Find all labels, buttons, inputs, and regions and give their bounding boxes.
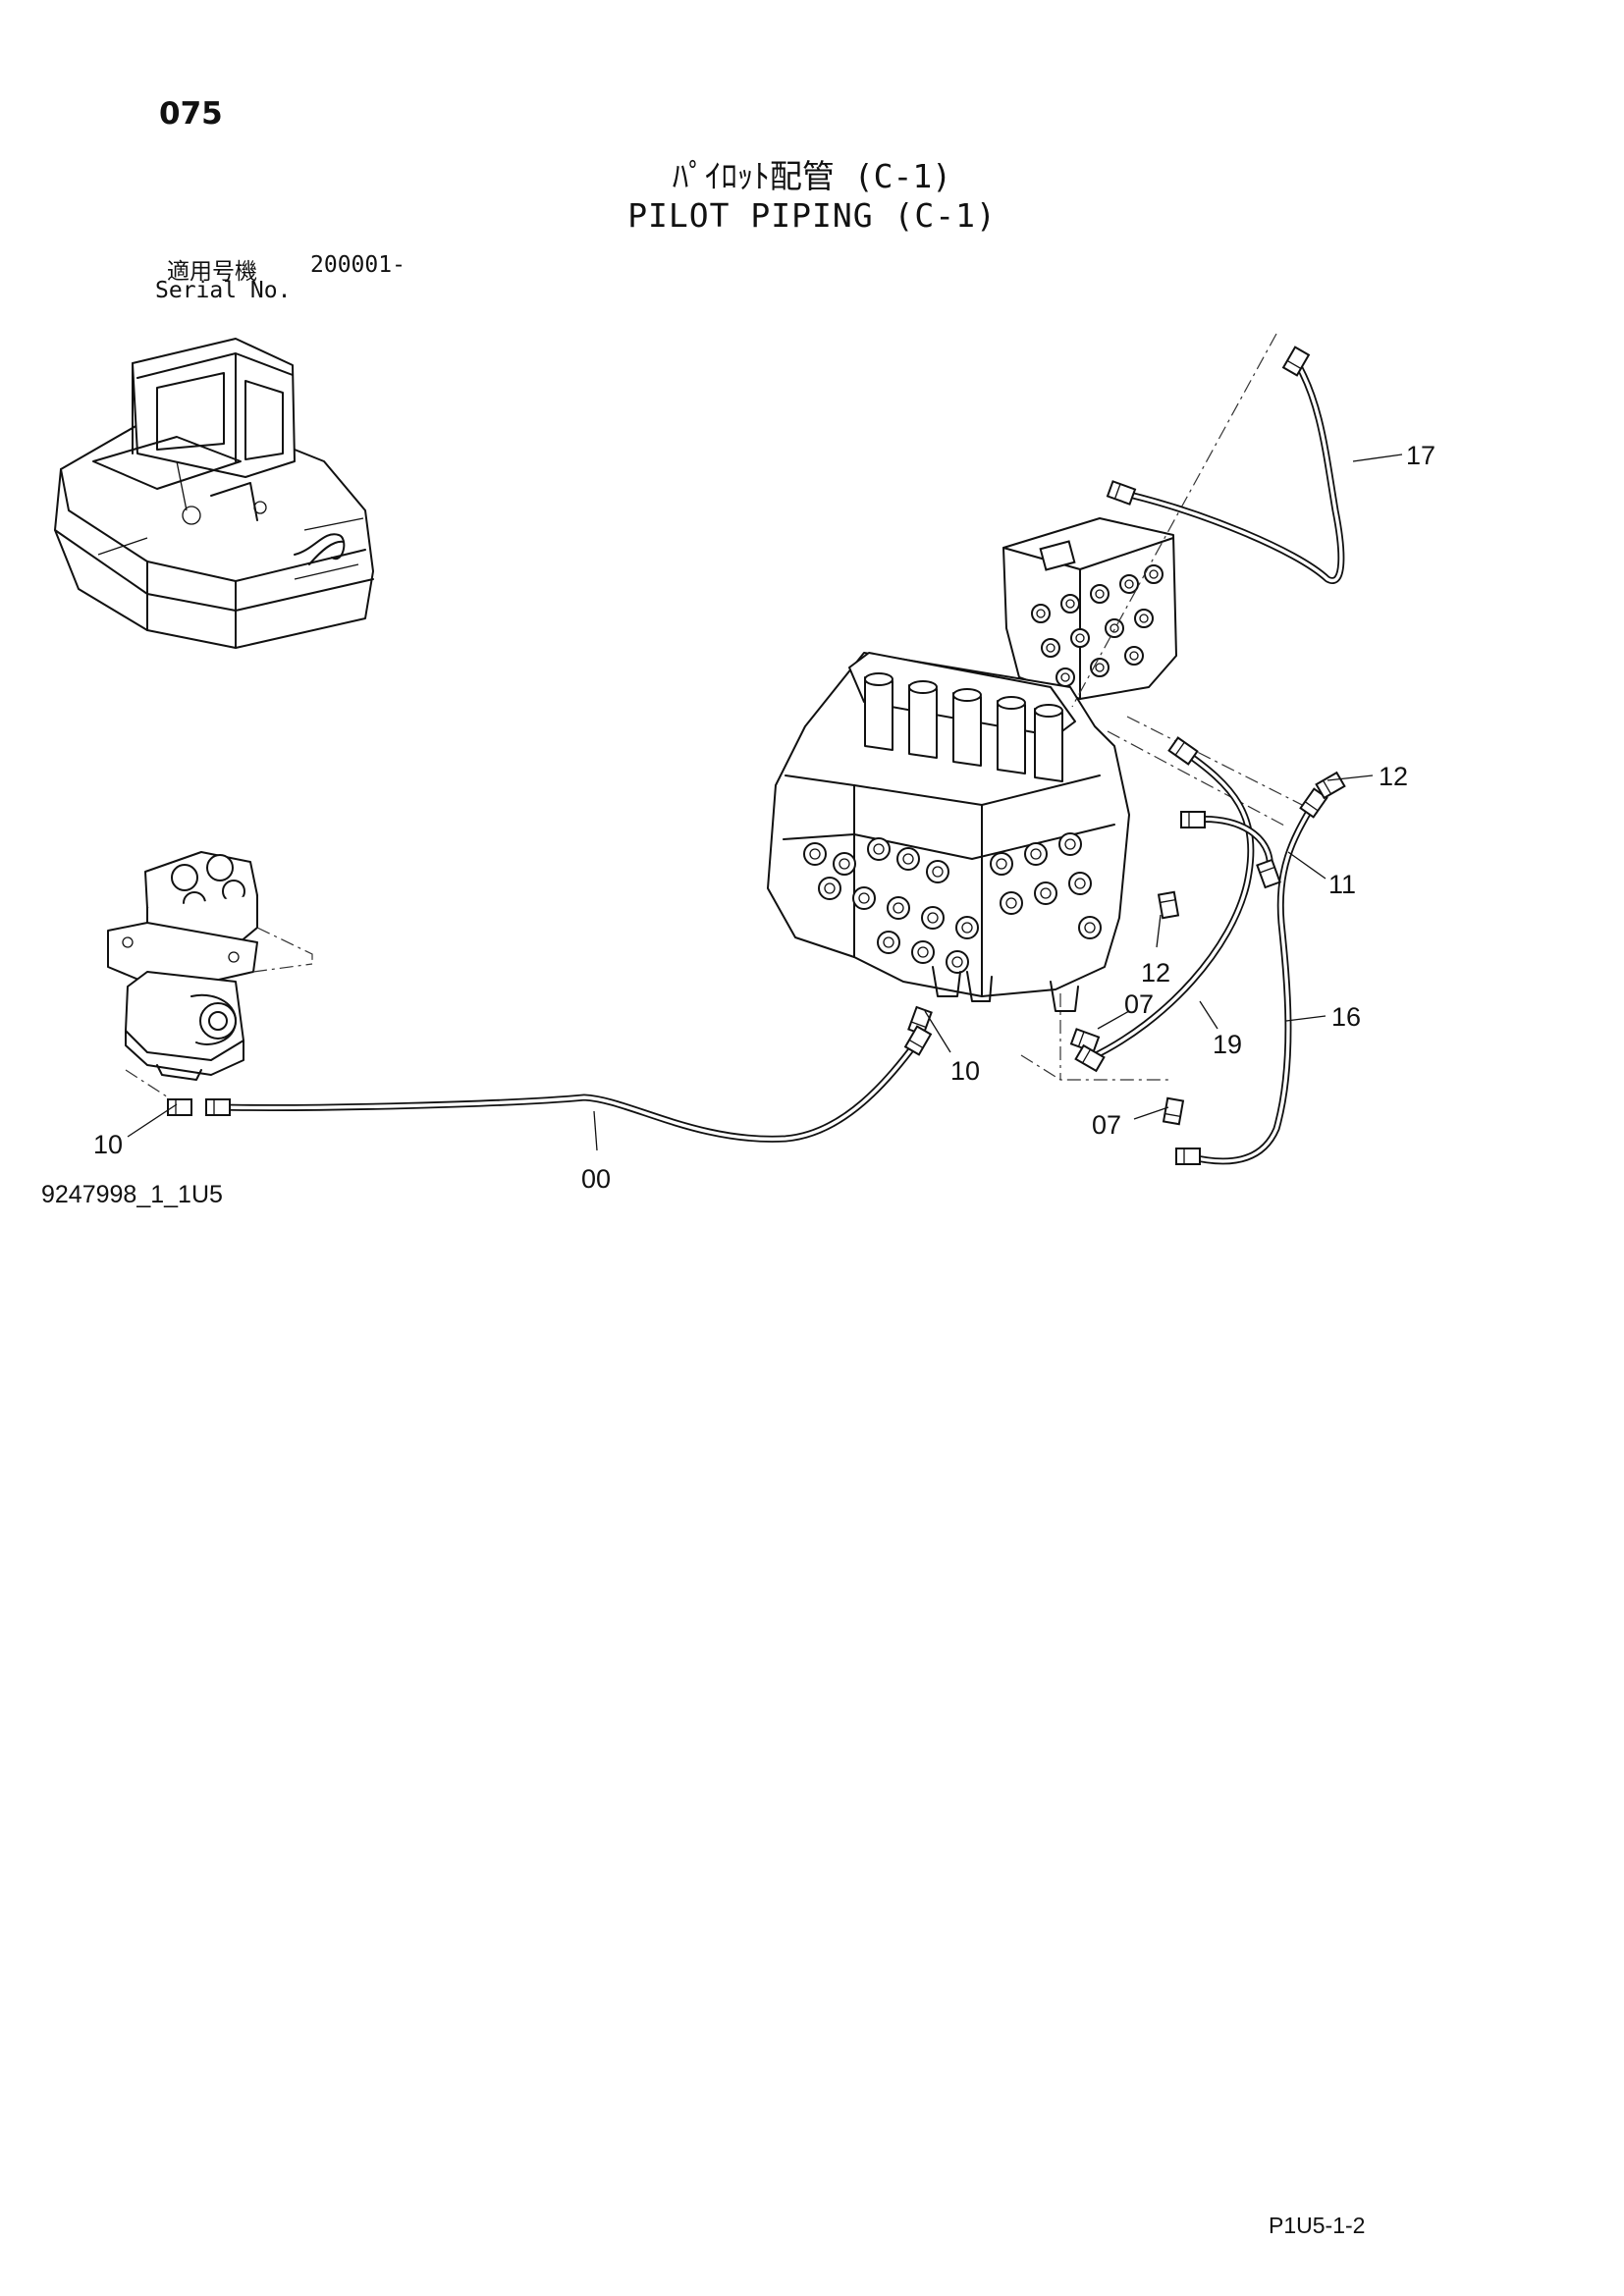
callout-00: 00 [581,1164,611,1194]
callout-10-right: 10 [950,1056,980,1086]
title-english: PILOT PIPING (C-1) [627,196,997,235]
callout-16: 16 [1331,1002,1361,1032]
drawing-number: 9247998_1_1U5 [41,1181,223,1208]
machine-overview-illustration [54,338,374,649]
serial-number-value: 200001- [310,252,406,278]
callout-07-upper: 07 [1124,989,1154,1019]
callout-17: 17 [1406,441,1435,470]
callout-11: 11 [1328,870,1356,899]
title-japanese: ﾊﾟｲﾛｯﾄ配管 (C-1) [672,157,952,195]
callout-12-lower: 12 [1141,958,1170,988]
serial-label-english: Serial No. [155,278,292,303]
callout-07-lower: 07 [1092,1110,1121,1140]
callout-leaders [127,454,1403,1151]
fittings [167,346,1346,1165]
dashed-reference-lines [1020,333,1319,1081]
main-control-valve-illustration [767,652,1130,1012]
callout-12-upper: 12 [1379,762,1408,791]
hoses [214,357,1345,1165]
page-number: 075 [159,96,223,132]
callout-10-left: 10 [93,1130,123,1159]
swivel-joint-illustration [107,851,313,1105]
callout-19: 19 [1213,1030,1242,1059]
signal-control-valve-illustration [1002,517,1177,700]
page-code: P1U5-1-2 [1269,2213,1366,2238]
serial-label-japanese: 適用号機 [167,259,257,285]
